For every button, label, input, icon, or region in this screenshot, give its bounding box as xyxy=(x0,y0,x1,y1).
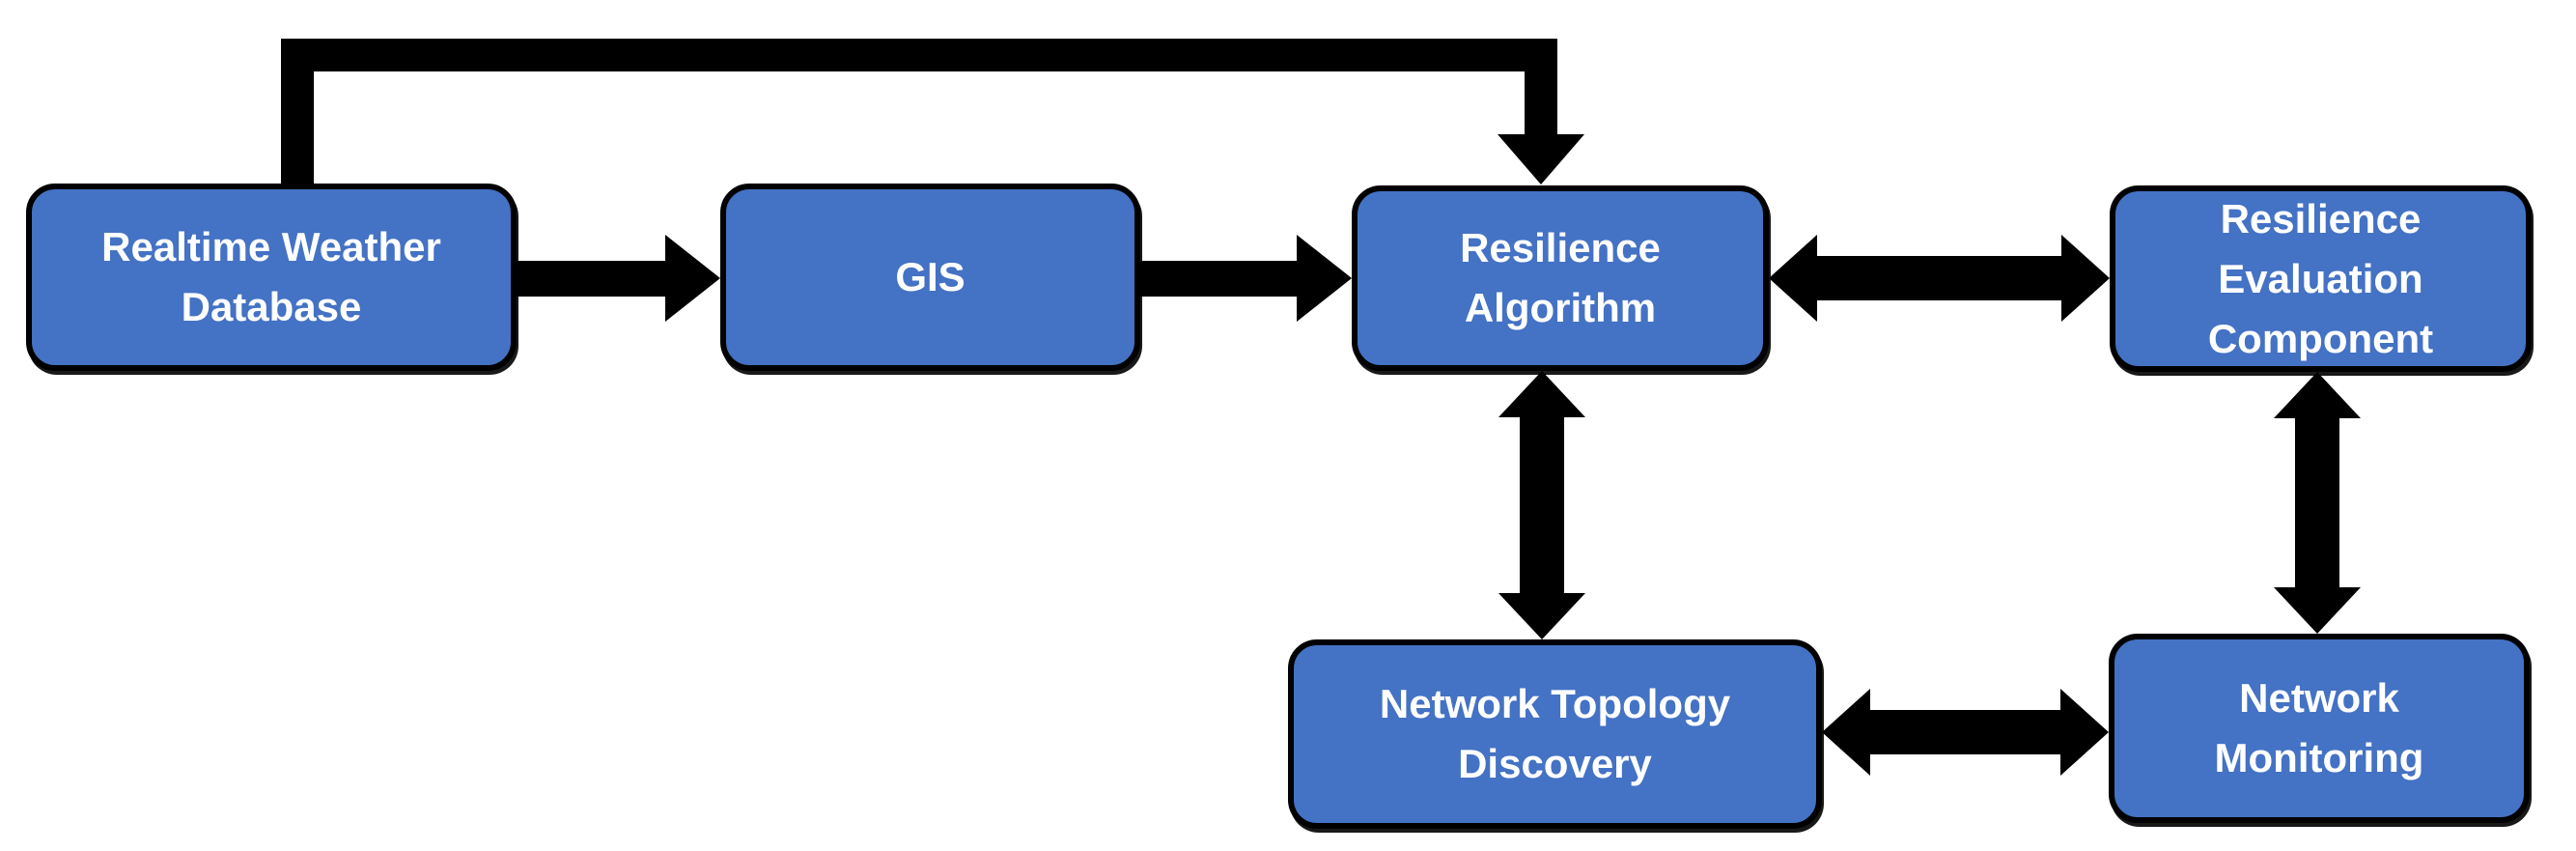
edge-algorithm-evaluation-double-arrow xyxy=(1769,235,2110,322)
node-label-line: Component xyxy=(2207,315,2434,361)
node-label-line: Realtime Weather xyxy=(101,224,441,269)
edge-evaluation-monitoring-double-arrow xyxy=(2274,372,2361,634)
edge-gis-to-algorithm-arrow xyxy=(1140,235,1352,322)
node-label-line: Evaluation xyxy=(2218,255,2423,301)
node-label-line: Monitoring xyxy=(2214,735,2424,780)
edge-topology-monitoring-double-arrow xyxy=(1822,689,2109,776)
node-resilience-algorithm: Resilience Algorithm xyxy=(1352,185,1769,371)
edge-weather-to-algorithm-elbow-arrow xyxy=(281,39,1584,184)
node-label-line: Resilience xyxy=(2220,195,2422,241)
edge-weather-to-gis-arrow xyxy=(517,235,720,322)
node-gis: GIS xyxy=(720,184,1140,371)
node-label-line: GIS xyxy=(895,254,966,299)
node-realtime-weather-database: Realtime Weather Database xyxy=(26,184,517,371)
node-label-line: Network xyxy=(2239,675,2399,721)
node-resilience-evaluation-component: Resilience Evaluation Component xyxy=(2110,185,2532,372)
edge-algorithm-topology-double-arrow xyxy=(1498,371,1585,639)
node-label-line: Network Topology xyxy=(1379,681,1731,726)
node-label-line: Algorithm xyxy=(1464,285,1657,330)
node-label-line: Resilience xyxy=(1460,225,1661,270)
node-network-monitoring: Network Monitoring xyxy=(2109,634,2530,823)
node-network-topology-discovery: Network Topology Discovery xyxy=(1288,639,1822,829)
node-label-line: Database xyxy=(181,284,362,329)
node-label-line: Discovery xyxy=(1458,741,1652,786)
